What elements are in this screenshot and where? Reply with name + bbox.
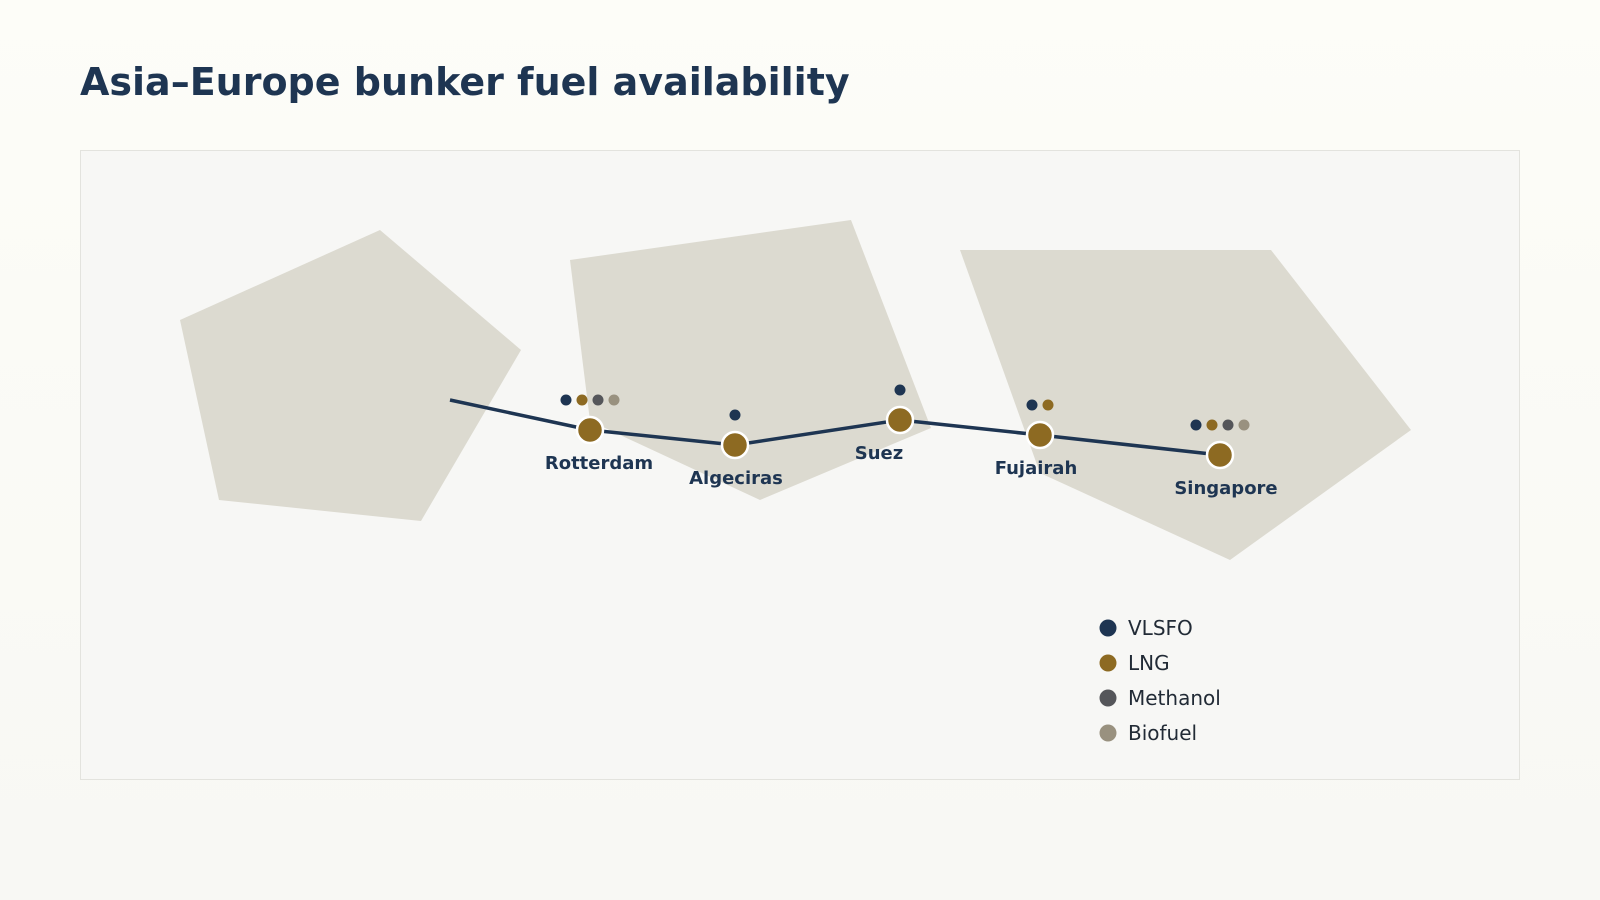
landmass-west — [180, 230, 521, 521]
fuel-dot-methanol — [592, 394, 604, 406]
land-layer — [180, 220, 1411, 560]
fuel-dot-vlsfo — [1190, 419, 1202, 431]
port-marker — [720, 430, 750, 460]
port-singapore: Singapore — [1174, 419, 1278, 499]
legend-swatch — [1099, 724, 1117, 742]
port-label: Fujairah — [995, 458, 1078, 479]
legend-item-lng: LNG — [1099, 651, 1170, 675]
port-marker — [1205, 440, 1235, 470]
legend-label: Biofuel — [1128, 721, 1197, 745]
legend-swatch — [1099, 689, 1117, 707]
fuel-dot-biofuel — [1238, 419, 1250, 431]
port-suez: Suez — [855, 384, 915, 464]
fuel-dot-vlsfo — [729, 409, 741, 421]
page-title: Asia–Europe bunker fuel availability — [80, 60, 850, 104]
fuel-dot-methanol — [1222, 419, 1234, 431]
port-label: Singapore — [1174, 478, 1277, 499]
legend-item-vlsfo: VLSFO — [1099, 616, 1193, 640]
fuel-dot-vlsfo — [894, 384, 906, 396]
fuel-dot-lng — [576, 394, 588, 406]
legend-swatch — [1099, 654, 1117, 672]
fuel-dot-lng — [1206, 419, 1218, 431]
port-algeciras: Algeciras — [689, 409, 783, 489]
legend-label: VLSFO — [1128, 616, 1193, 640]
port-label: Rotterdam — [545, 453, 653, 474]
legend-label: Methanol — [1128, 686, 1221, 710]
port-label: Algeciras — [689, 468, 783, 489]
legend-label: LNG — [1128, 651, 1170, 675]
port-fujairah: Fujairah — [995, 399, 1078, 479]
fuel-dot-vlsfo — [560, 394, 572, 406]
port-rotterdam: Rotterdam — [545, 394, 653, 474]
port-marker — [885, 405, 915, 435]
fuel-dot-lng — [1042, 399, 1054, 411]
fuel-dot-vlsfo — [1026, 399, 1038, 411]
legend-item-biofuel: Biofuel — [1099, 721, 1197, 745]
port-label: Suez — [855, 443, 903, 464]
shipping-route — [449, 398, 1221, 457]
port-marker — [1025, 420, 1055, 450]
legend-item-methanol: Methanol — [1099, 686, 1221, 710]
fuel-dot-biofuel — [608, 394, 620, 406]
legend-swatch — [1099, 619, 1117, 637]
landmass-east — [960, 250, 1411, 560]
port-marker — [575, 415, 605, 445]
